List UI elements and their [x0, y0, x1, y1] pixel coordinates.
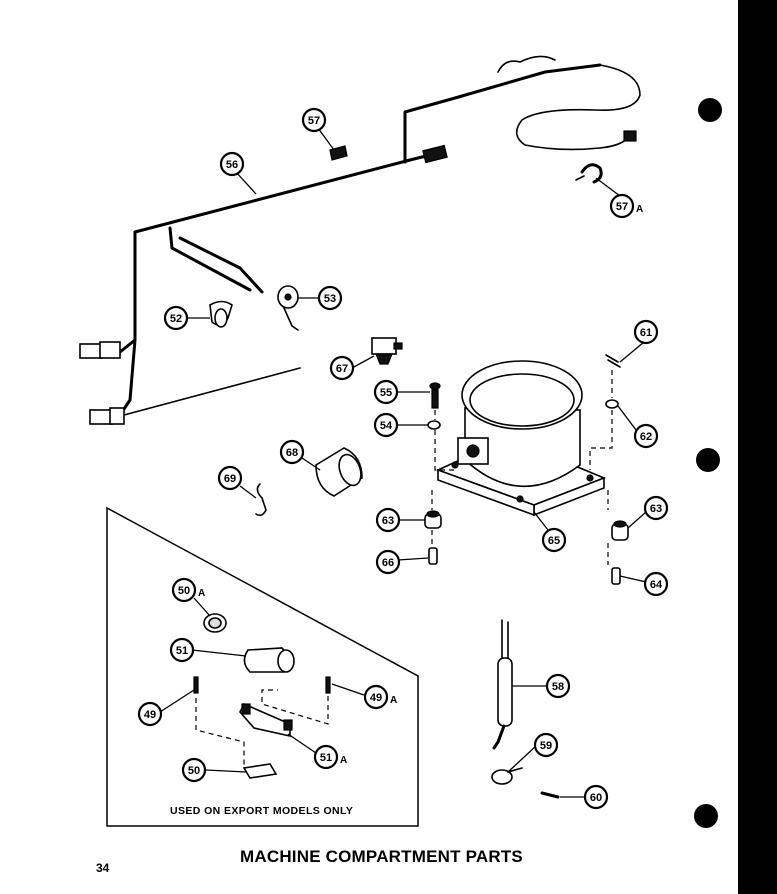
svg-text:49: 49: [144, 709, 156, 721]
callout-63-left: 63: [375, 507, 401, 533]
callout-66: 66: [375, 549, 401, 575]
compressor-65-part: [435, 360, 607, 517]
relay-53-part: [277, 285, 299, 331]
callout-49: 49: [137, 701, 163, 727]
callout-54: 54: [373, 412, 399, 438]
svg-text:A: A: [340, 755, 347, 766]
svg-text:57: 57: [616, 201, 628, 213]
callout-59: 59: [533, 732, 559, 758]
callout-60: 60: [583, 784, 609, 810]
callout-50a: 50 A: [171, 577, 205, 603]
svg-text:63: 63: [382, 515, 394, 527]
svg-text:52: 52: [170, 313, 182, 325]
svg-text:55: 55: [380, 387, 392, 399]
svg-text:68: 68: [286, 447, 298, 459]
svg-text:66: 66: [382, 557, 394, 569]
binding-edge: [738, 0, 777, 894]
screw-60-part: [540, 791, 560, 799]
binder-hole-bottom: [694, 804, 718, 828]
grommet-63-left-part: [424, 510, 442, 529]
svg-text:64: 64: [650, 579, 663, 591]
svg-text:58: 58: [552, 681, 564, 693]
pin-64-part: [611, 567, 621, 585]
terminal-67-part: [371, 337, 403, 365]
capacitor-51-part: [243, 647, 295, 673]
callout-57: 57: [301, 107, 327, 133]
callout-69: 69: [217, 465, 243, 491]
svg-text:49: 49: [370, 692, 382, 704]
svg-text:60: 60: [590, 792, 602, 804]
page-title: MACHINE COMPARTMENT PARTS: [240, 847, 523, 866]
callout-68: 68: [279, 439, 305, 465]
callout-64: 64: [643, 571, 669, 597]
bracket-52-part: [209, 300, 233, 328]
svg-text:56: 56: [226, 159, 238, 171]
svg-text:51: 51: [320, 752, 332, 764]
svg-text:62: 62: [640, 431, 652, 443]
svg-text:51: 51: [176, 645, 188, 657]
page-number: 34: [96, 861, 110, 875]
callout-53: 53: [317, 285, 343, 311]
callout-51: 51: [169, 637, 195, 663]
leader-lines: [159, 127, 647, 798]
bracket-50-part: [242, 763, 278, 779]
svg-text:50: 50: [188, 765, 200, 777]
callout-52: 52: [163, 305, 189, 331]
pin-66-part: [428, 547, 438, 565]
svg-text:63: 63: [650, 503, 662, 515]
screw-49a-part: [325, 676, 331, 694]
grommet-63-right-part: [611, 520, 629, 541]
washer-54-part: [427, 420, 441, 430]
callout-67: 67: [329, 355, 355, 381]
washer-62-part: [605, 399, 619, 409]
svg-text:65: 65: [548, 535, 560, 547]
bracket-51a-part: [239, 702, 293, 737]
callout-62: 62: [633, 423, 659, 449]
export-models-frame: [106, 506, 419, 827]
svg-text:A: A: [390, 695, 397, 706]
svg-text:50: 50: [178, 585, 190, 597]
callout-51a: 51 A: [313, 744, 347, 770]
svg-text:59: 59: [540, 740, 552, 752]
callout-61: 61: [633, 319, 659, 345]
svg-text:53: 53: [324, 293, 336, 305]
capacitor-68-part: [315, 447, 363, 497]
callout-50: 50: [181, 757, 207, 783]
svg-text:69: 69: [224, 473, 236, 485]
binder-hole-middle: [696, 448, 720, 472]
probe-58-part: [492, 619, 513, 750]
callout-49a: 49 A: [363, 684, 397, 710]
callout-55: 55: [373, 379, 399, 405]
callout-63-right: 63: [643, 495, 669, 521]
callout-56: 56: [219, 151, 245, 177]
svg-text:A: A: [636, 204, 643, 215]
svg-text:57: 57: [308, 115, 320, 127]
export-models-note: USED ON EXPORT MODELS ONLY: [170, 805, 354, 817]
callout-58: 58: [545, 673, 571, 699]
wiring-harness: [79, 55, 641, 425]
callout-65: 65: [541, 527, 567, 553]
callout-57a: 57 A: [609, 193, 643, 219]
clamp-59-part: [491, 767, 523, 785]
screw-49-part: [193, 676, 199, 694]
svg-text:54: 54: [380, 420, 393, 432]
svg-text:A: A: [198, 588, 205, 599]
svg-text:61: 61: [640, 327, 652, 339]
ring-50a-part: [203, 613, 227, 633]
binder-hole-top: [698, 98, 722, 122]
bolt-55-part: [429, 382, 441, 409]
clip-61-part: [605, 354, 621, 368]
hook-69-part: [255, 483, 267, 517]
svg-text:67: 67: [336, 363, 348, 375]
